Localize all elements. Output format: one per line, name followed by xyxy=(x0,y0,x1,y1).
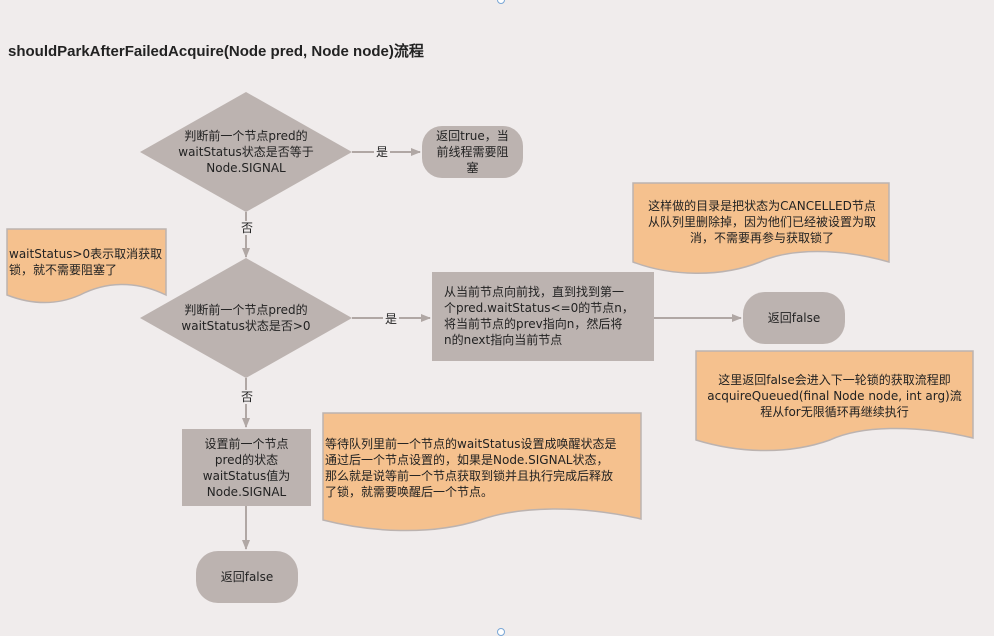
edge-label-no-2: 否 xyxy=(239,390,256,404)
return-false-bottom-text: 返回false xyxy=(220,570,274,584)
canvas-handle-bottom[interactable] xyxy=(497,628,505,636)
note-signal-explain-shape xyxy=(322,412,642,532)
decision-diamond-2 xyxy=(140,258,352,378)
process-find-prev xyxy=(432,272,654,361)
note-loop-shape xyxy=(695,350,974,452)
note-status-gt0-shape xyxy=(6,228,167,304)
edge-label-yes-1: 是 xyxy=(374,145,391,159)
page-title: shouldParkAfterFailedAcquire(Node pred, … xyxy=(8,43,424,60)
process-set-signal xyxy=(182,429,311,506)
terminal-return-false-bottom xyxy=(196,551,298,603)
edge-label-yes-2: 是 xyxy=(383,312,400,326)
return-false-right-text: 返回false xyxy=(767,311,821,325)
decision-1-text: 判断前一个节点pred的 waitStatus状态是否等于 Node.SIGNA… xyxy=(178,129,314,175)
edge-label-no-1: 否 xyxy=(239,221,256,235)
note-cancelled-shape xyxy=(632,182,890,274)
set-signal-text: 设置前一个节点 pred的状态 waitStatus值为 Node.SIGNAL xyxy=(202,437,291,499)
note-cancelled-text: 这样做的目录是把状态为CANCELLED节点 从队列里删除掉，因为他们已经被设置… xyxy=(647,199,876,245)
return-true-text: 返回true，当 前线程需要阻 塞 xyxy=(436,129,509,175)
note-signal-explain-text: 等待队列里前一个节点的waitStatus设置成唤醒状态是 通过后一个节点设置的… xyxy=(325,437,617,499)
decision-diamond-1 xyxy=(140,92,352,212)
note-loop-text: 这里返回false会进入下一轮锁的获取流程即 acquireQueued(fin… xyxy=(707,373,962,419)
terminal-return-false-right xyxy=(743,292,845,344)
find-prev-text: 从当前节点向前找，直到找到第一 个pred.waitStatus<=0的节点n，… xyxy=(444,285,634,347)
terminal-return-true xyxy=(422,126,523,178)
note-status-gt0-text: waitStatus>0表示取消获取 锁，就不需要阻塞了 xyxy=(9,247,163,277)
decision-2-text: 判断前一个节点pred的 waitStatus状态是否>0 xyxy=(181,303,311,333)
